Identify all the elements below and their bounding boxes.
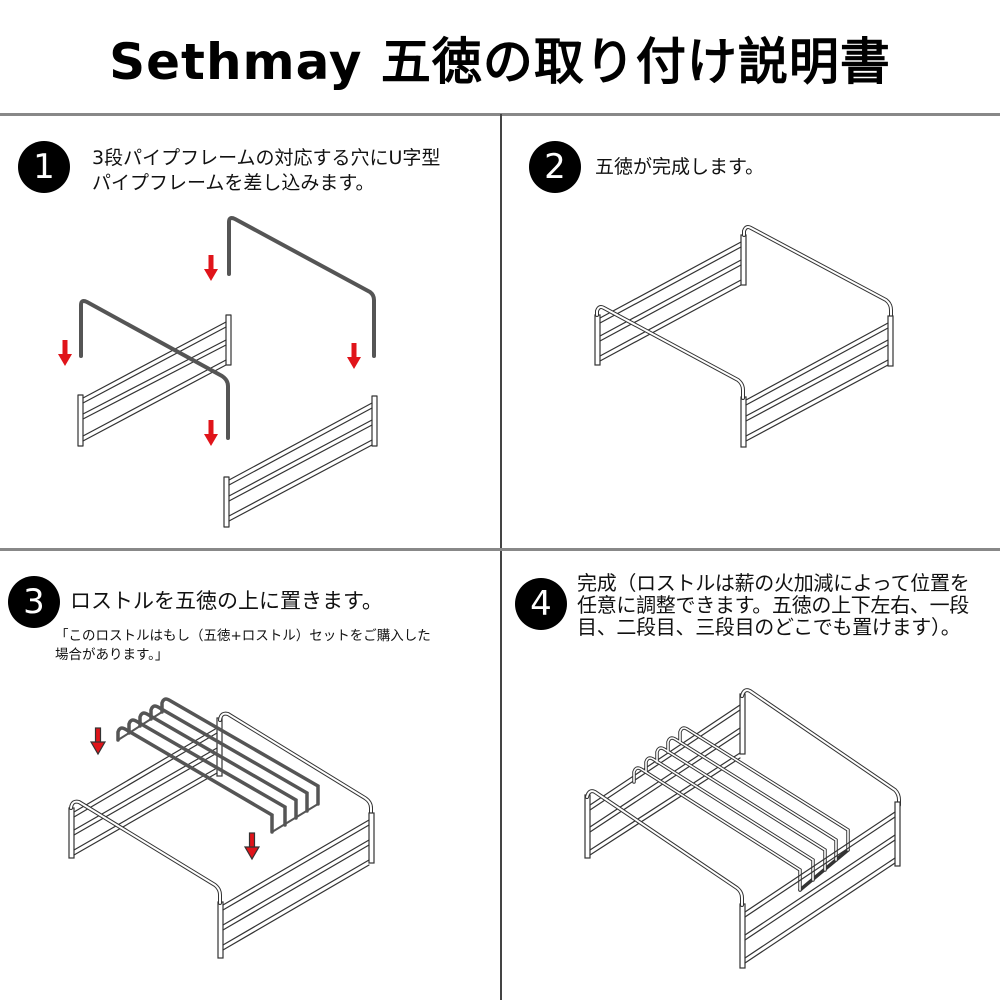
u-pipe-front <box>79 299 230 440</box>
step-1-text-line2: パイプフレームを差し込みます。 <box>92 172 375 194</box>
step-1-badge: 1 <box>18 141 70 193</box>
rail-frame-right <box>223 395 378 528</box>
step-1-text-line1: 3段パイプフレームの対応する穴にU字型 <box>92 147 441 169</box>
step-2-badge: 2 <box>529 141 581 193</box>
step-3-note-line2: 場合があります。」 <box>55 647 169 663</box>
step-4-text-line3: 目、二段目、三段目のどこでも置けます）。 <box>577 615 961 639</box>
step-2-diagram <box>594 225 894 448</box>
step-4-badge: 4 <box>515 578 567 630</box>
step-3-diagram <box>68 697 375 959</box>
vertical-divider <box>500 114 502 1000</box>
middle-divider <box>0 548 1000 551</box>
step-3-badge: 3 <box>8 576 60 628</box>
step-3-note-line1: 「このロストルはもし（五徳+ロストル）セットをご購入した <box>55 628 431 644</box>
down-arrow-icon <box>58 340 72 366</box>
rail-frame-left <box>77 314 232 447</box>
step-4-diagram <box>584 688 901 969</box>
step-3-text-line1: ロストルを五徳の上に置きます。 <box>70 589 383 613</box>
down-arrow-icon <box>90 727 106 755</box>
step-1-diagram <box>58 216 378 528</box>
step-4-text-line2: 任意に調整できます。五徳の上下左右、一段 <box>577 593 969 617</box>
down-arrow-icon <box>244 832 260 860</box>
grill-rostle <box>116 697 320 834</box>
step-4-text-line1: 完成（ロストルは薪の火加減によって位置を <box>577 571 970 595</box>
down-arrow-icon <box>347 343 361 369</box>
grill-rostle-placed <box>632 726 850 892</box>
u-pipe-back <box>227 216 376 358</box>
down-arrow-icon <box>204 420 218 446</box>
step-2-text-line1: 五徳が完成します。 <box>595 156 765 178</box>
down-arrow-icon <box>204 255 218 281</box>
page-title: Sethmay 五徳の取り付け説明書 <box>109 33 891 91</box>
